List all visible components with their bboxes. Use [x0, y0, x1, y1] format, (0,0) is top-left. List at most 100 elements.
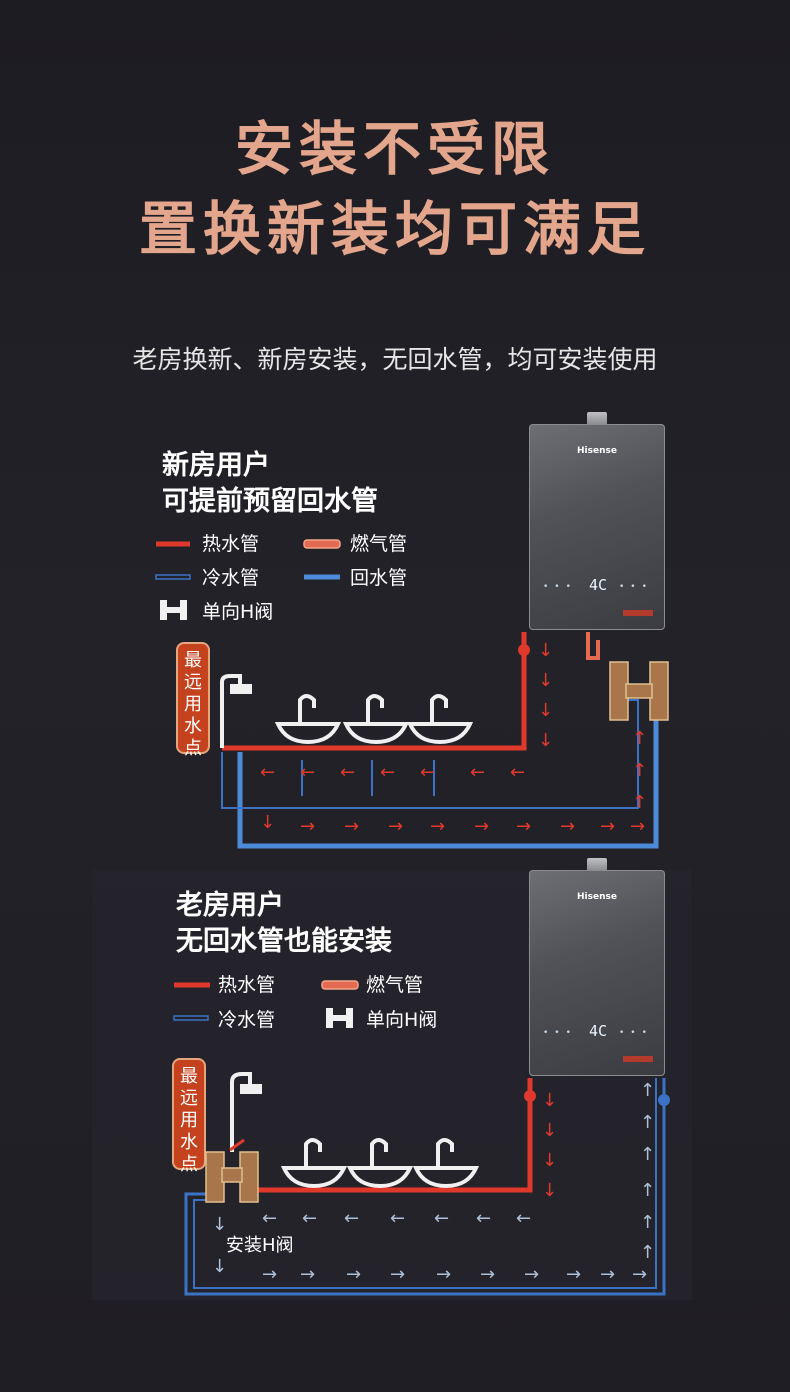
heater-brand-logo: Hisense [577, 446, 617, 456]
panel2-sink-icon [346, 1138, 414, 1189]
svg-text:→: → [474, 816, 489, 837]
heater-control-dots: ••• [619, 582, 653, 592]
panel1-water-heater: Hisense ••• 4C ••• [529, 412, 665, 630]
svg-text:→: → [430, 816, 445, 837]
svg-text:←: ← [300, 762, 315, 783]
svg-text:←: ← [434, 1208, 449, 1229]
legend-gas-line [321, 980, 359, 990]
heater-temperature-display: 4C [589, 576, 608, 594]
svg-text:→: → [524, 1264, 539, 1285]
heater-flue-cap [587, 412, 607, 424]
svg-text:↓: ↓ [542, 1180, 557, 1201]
svg-text:↑: ↑ [640, 1080, 655, 1101]
panel1-heading-line-2: 可提前预留回水管 [162, 486, 378, 517]
panel2-hot-pipe [258, 1078, 533, 1193]
panel2-farthest-char: 远 [180, 1088, 198, 1109]
svg-text:→: → [346, 1264, 361, 1285]
legend-cold-line [173, 1015, 209, 1021]
heater-badge [623, 1056, 653, 1062]
panel2-legend-gas: 燃气管 [366, 974, 424, 996]
panel2-heading-line-1: 老房用户 [176, 890, 284, 921]
panel2-legend-valve: 单向H阀 [366, 1009, 438, 1031]
legend-gas-line [303, 539, 341, 549]
panel2-cold-pipe [184, 1078, 666, 1296]
panel1-heading-line-1: 新房用户 [162, 450, 270, 481]
svg-text:→: → [388, 816, 403, 837]
svg-text:↑: ↑ [640, 1212, 655, 1233]
heater-flue-cap [587, 858, 607, 870]
svg-text:←: ← [390, 1208, 405, 1229]
heater-control-dots: ••• [619, 1028, 653, 1038]
svg-text:→: → [516, 816, 531, 837]
svg-text:→: → [600, 816, 615, 837]
legend-valve-icon [160, 600, 187, 620]
panel2-legend-hot: 热水管 [218, 974, 276, 996]
panel2-install-valve-label: 安装H阀 [226, 1235, 294, 1256]
panel1-legend-return: 回水管 [350, 567, 408, 589]
panel2-farthest-char: 最 [180, 1066, 198, 1087]
heater-brand-logo: Hisense [577, 892, 617, 902]
svg-text:↓: ↓ [212, 1214, 227, 1235]
panel2-legend-cold: 冷水管 [218, 1009, 276, 1031]
svg-text:→: → [630, 816, 645, 837]
svg-text:↑: ↑ [640, 1242, 655, 1263]
svg-text:↓: ↓ [538, 670, 553, 691]
svg-text:→: → [300, 1264, 315, 1285]
svg-text:←: ← [420, 762, 435, 783]
panel1-sink-icon [406, 694, 474, 745]
heater-control-dots: ••• [543, 582, 577, 592]
panel1-farthest-char: 点 [184, 738, 202, 759]
subtitle: 老房换新、新房安装，无回水管，均可安装使用 [132, 345, 658, 374]
panel2-water-heater: Hisense ••• 4C ••• [529, 858, 665, 1076]
svg-text:←: ← [344, 1208, 359, 1229]
svg-text:→: → [436, 1264, 451, 1285]
panel2-farthest-char: 点 [180, 1154, 198, 1175]
panel1-cold-pipe [221, 699, 639, 809]
svg-text:↑: ↑ [640, 1144, 655, 1165]
svg-text:←: ← [302, 1208, 317, 1229]
svg-text:↓: ↓ [212, 1256, 227, 1277]
svg-text:↓: ↓ [542, 1090, 557, 1111]
panel2-sink-icon [412, 1138, 480, 1189]
panel1-shower-icon [220, 674, 252, 748]
panel1-farthest-char: 最 [184, 650, 202, 671]
panel1-legend-hot: 热水管 [202, 533, 260, 555]
svg-text:←: ← [380, 762, 395, 783]
svg-text:←: ← [510, 762, 525, 783]
panel1-hot-pipe [222, 632, 527, 751]
svg-text:→: → [632, 1264, 647, 1285]
panel2-farthest-char: 用 [180, 1110, 198, 1131]
panel1-farthest-char: 水 [184, 716, 202, 737]
panel1-farthest-point-tag: 最 远 用 水 点 [176, 642, 210, 759]
panel1-sink-icon [342, 694, 410, 745]
panel2-sink-icon [280, 1138, 348, 1189]
svg-text:→: → [300, 816, 315, 837]
svg-text:↑: ↑ [632, 760, 647, 781]
svg-text:↑: ↑ [632, 792, 647, 813]
svg-text:←: ← [260, 762, 275, 783]
svg-text:↑: ↑ [640, 1180, 655, 1201]
panel1-farthest-char: 远 [184, 672, 202, 693]
heater-control-dots: ••• [543, 1028, 577, 1038]
panel1-h-valve-icon [609, 661, 669, 721]
svg-text:↑: ↑ [640, 1112, 655, 1133]
svg-text:←: ← [516, 1208, 531, 1229]
legend-cold-line [155, 574, 191, 580]
panel2-shower-icon [230, 1072, 262, 1152]
svg-text:↓: ↓ [538, 640, 553, 661]
panel2-farthest-char: 水 [180, 1132, 198, 1153]
svg-text:←: ← [476, 1208, 491, 1229]
svg-text:→: → [344, 816, 359, 837]
panel1-gas-pipe [586, 632, 600, 660]
svg-text:→: → [566, 1264, 581, 1285]
panel1-return-pipe [237, 718, 659, 849]
panel1-pipe-diagram: ←←← ←←←← ↓↓↓↓ ↓ →→→→ →→→→→ ↑↑↑ [220, 632, 669, 849]
svg-text:↓: ↓ [538, 730, 553, 751]
panel1-legend-gas: 燃气管 [350, 533, 408, 555]
title-line-2: 置换新装均可满足 [138, 195, 651, 263]
svg-text:←: ← [470, 762, 485, 783]
svg-text:→: → [390, 1264, 405, 1285]
